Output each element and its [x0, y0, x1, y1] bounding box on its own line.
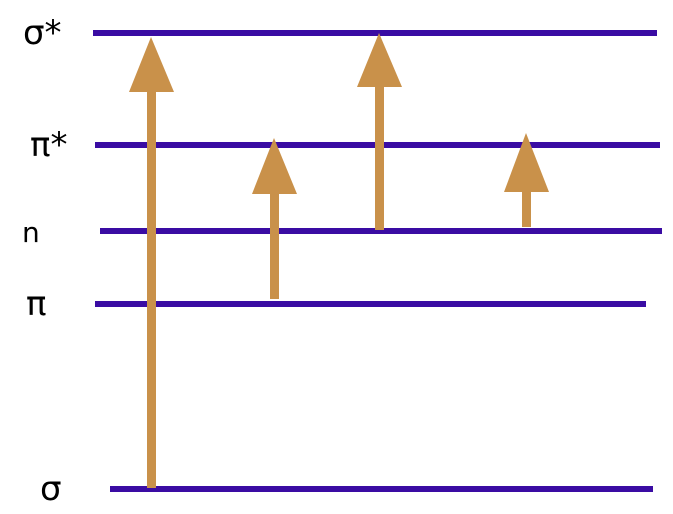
label-sigma: σ — [40, 469, 62, 509]
label-sigma-star: σ* — [23, 13, 62, 53]
arrow-n-to-pi-star — [504, 133, 549, 227]
label-pi: π — [26, 284, 46, 324]
arrow-sigma-to-sigma-star — [129, 37, 174, 488]
label-pi-star: π* — [30, 125, 67, 165]
arrow-pi-to-pi-star — [252, 138, 297, 299]
arrow-n-to-sigma-star — [357, 33, 402, 230]
label-n: n — [22, 216, 40, 249]
